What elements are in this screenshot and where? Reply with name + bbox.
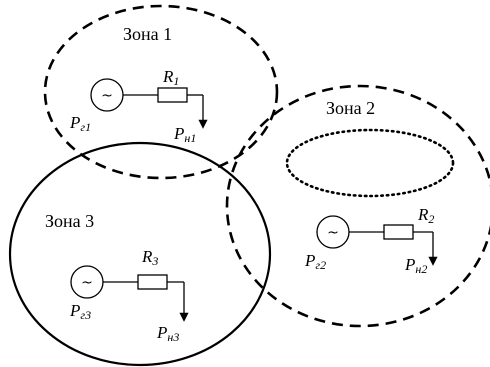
- generator-3-symbol: ~: [81, 275, 93, 291]
- zone-3-label: Зона 3: [45, 211, 94, 231]
- generator-3-label: Pг3: [69, 301, 91, 322]
- zone-2-label: Зона 2: [326, 98, 375, 118]
- resistor-3-label: R3: [141, 247, 158, 268]
- load-3-label: Pн3: [156, 323, 179, 344]
- zone-1-boundary: [43, 4, 279, 180]
- resistor-1-icon: [157, 87, 188, 103]
- load-2-label: Pн2: [404, 255, 427, 276]
- circuit-3: ~ R3 Pг3 Pн3: [69, 247, 189, 344]
- zone-2-boundary: [225, 84, 490, 328]
- zone-1-label: Зона 1: [123, 24, 172, 44]
- zone-3-boundary: [8, 141, 272, 367]
- generator-1-symbol: ~: [101, 88, 113, 104]
- circuit-1: ~ R1 Pг1 Pн1: [69, 67, 208, 145]
- load-1-label: Pн1: [173, 124, 196, 145]
- generator-2-label: Pг2: [304, 251, 326, 272]
- resistor-3-icon: [137, 274, 168, 290]
- generator-1-label: Pг1: [69, 113, 91, 134]
- inner-dotted-region: [285, 128, 455, 198]
- resistor-1-label: R1: [162, 67, 179, 88]
- resistor-2-icon: [383, 224, 414, 240]
- generator-2-symbol: ~: [327, 225, 339, 241]
- circuit-2: ~ R2 Pг2 Pн2: [304, 205, 438, 276]
- resistor-2-label: R2: [417, 205, 434, 226]
